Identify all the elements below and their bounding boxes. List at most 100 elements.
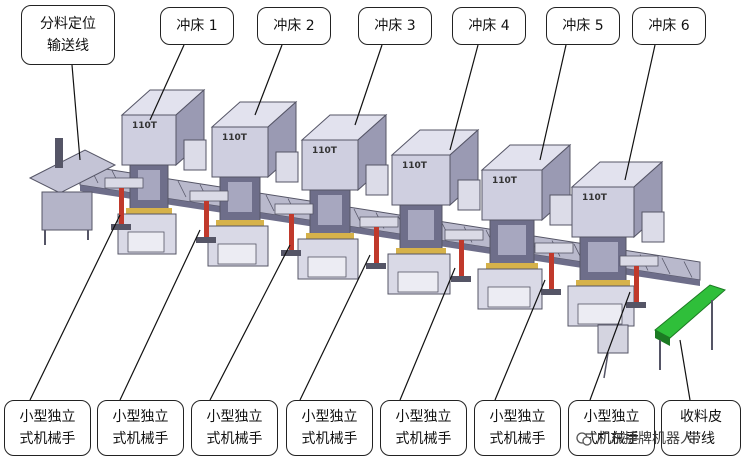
robot-beam [104, 177, 144, 189]
press-base-opening [397, 271, 439, 293]
wechat-icon [576, 432, 592, 446]
belt-edge [655, 330, 670, 346]
leader-line-top [149, 44, 185, 121]
callout-robot-6-line1: 小型独立 [489, 409, 546, 425]
callout-robot-3-line2: 式机械手 [206, 431, 263, 447]
robot-arm [104, 177, 144, 230]
callout-press-6: 冲床 6 [632, 7, 706, 45]
press-plate-label: 110T [402, 161, 428, 171]
watermark: 广东捷牌机器人 [576, 428, 694, 448]
press-machine: 110T [117, 88, 207, 255]
robot-column [204, 201, 209, 237]
callout-press-1-text: 冲床 1 [176, 18, 218, 34]
leader-line-bottom [29, 214, 121, 401]
robot-arm [444, 229, 484, 282]
leader-line-top [624, 44, 656, 181]
leader-line-bottom [399, 267, 456, 401]
feeder-post [55, 138, 63, 168]
callout-belt: 收料皮 带线 [661, 400, 741, 456]
press-base-opening [217, 243, 257, 265]
feeder-body [41, 191, 93, 231]
callout-robot-2: 小型独立 式机械手 [97, 400, 184, 456]
callout-robot-1-line1: 小型独立 [19, 409, 76, 425]
press-bolster [576, 280, 630, 286]
callout-robot-4-line2: 式机械手 [301, 431, 358, 447]
press-bolster [396, 248, 446, 254]
leader-line-bottom [679, 339, 691, 401]
press-plate-label: 110T [582, 193, 608, 203]
press-machine: 110T [477, 143, 573, 310]
press-slide [228, 182, 252, 212]
press-slide [138, 170, 160, 200]
press-motor [641, 211, 665, 243]
callout-robot-5: 小型独立 式机械手 [380, 400, 467, 456]
robot-foot [281, 250, 301, 256]
callout-robot-4-line1: 小型独立 [301, 409, 358, 425]
leader-line-top [449, 44, 479, 151]
press-plate-label: 110T [492, 176, 518, 186]
leader-line-bottom [494, 279, 546, 401]
press-bolster [306, 233, 354, 239]
callout-robot-3-line1: 小型独立 [206, 409, 263, 425]
callout-press-4-text: 冲床 4 [468, 18, 510, 34]
robot-group [104, 177, 659, 308]
press-motor [549, 194, 573, 226]
robot-foot [451, 276, 471, 282]
callout-robot-6: 小型独立 式机械手 [474, 400, 561, 456]
robot-column [289, 214, 294, 250]
callout-belt-line1: 收料皮 [680, 409, 722, 425]
press-machine: 110T [567, 160, 665, 327]
callout-press-2-text: 冲床 2 [273, 18, 315, 34]
robot-column [634, 266, 639, 302]
robot-column [119, 188, 124, 224]
press-base-opening [307, 256, 347, 278]
callout-belt-line2: 带线 [687, 431, 715, 447]
callout-robot-7-line2: 式机械手 [583, 431, 640, 447]
press-slide [408, 210, 434, 240]
callout-press-5: 冲床 5 [546, 7, 620, 45]
leader-line-top [354, 44, 383, 126]
press-machine: 110T [297, 113, 389, 280]
press-machine: 110T [207, 100, 299, 267]
callout-robot-2-line1: 小型独立 [112, 409, 169, 425]
leader-line-bottom [209, 244, 291, 401]
robot-foot [626, 302, 646, 308]
robot-beam [189, 190, 229, 202]
leader-line-bottom [119, 229, 201, 401]
callout-press-1: 冲床 1 [160, 7, 234, 45]
press-plate-label: 110T [222, 133, 248, 143]
watermark-text: 广东捷牌机器人 [596, 431, 694, 447]
robot-beam [619, 255, 659, 267]
robot-beam [274, 203, 314, 215]
press-motor [183, 139, 207, 171]
robot-arm [274, 203, 314, 256]
press-base-opening [487, 286, 531, 308]
belt-surface [654, 284, 726, 339]
press-slide [318, 195, 342, 225]
callout-robot-7-line1: 小型独立 [583, 409, 640, 425]
leader-line-top [254, 44, 283, 116]
robot-beam [534, 242, 574, 254]
callout-press-2: 冲床 2 [257, 7, 331, 45]
robot-arm [359, 216, 399, 269]
leader-line-bottom [589, 291, 631, 401]
callout-press-6-text: 冲床 6 [648, 18, 690, 34]
callout-robot-2-line2: 式机械手 [112, 431, 169, 447]
robot-foot [366, 263, 386, 269]
robot-column [459, 240, 464, 276]
press-bolster [216, 220, 264, 226]
rail-crossbar [683, 261, 693, 278]
leader-line-top [539, 44, 567, 161]
callout-press-3-text: 冲床 3 [374, 18, 416, 34]
robot-foot [111, 224, 131, 230]
callout-feeder-line1: 分料定位 [40, 16, 96, 32]
callout-robot-6-line2: 式机械手 [489, 431, 546, 447]
robot-foot [541, 289, 561, 295]
rail-crossbar [661, 257, 671, 275]
callout-robot-1: 小型独立 式机械手 [4, 400, 91, 456]
leader-line-top [71, 64, 81, 161]
callout-robot-4: 小型独立 式机械手 [286, 400, 373, 456]
callout-robot-3: 小型独立 式机械手 [191, 400, 278, 456]
